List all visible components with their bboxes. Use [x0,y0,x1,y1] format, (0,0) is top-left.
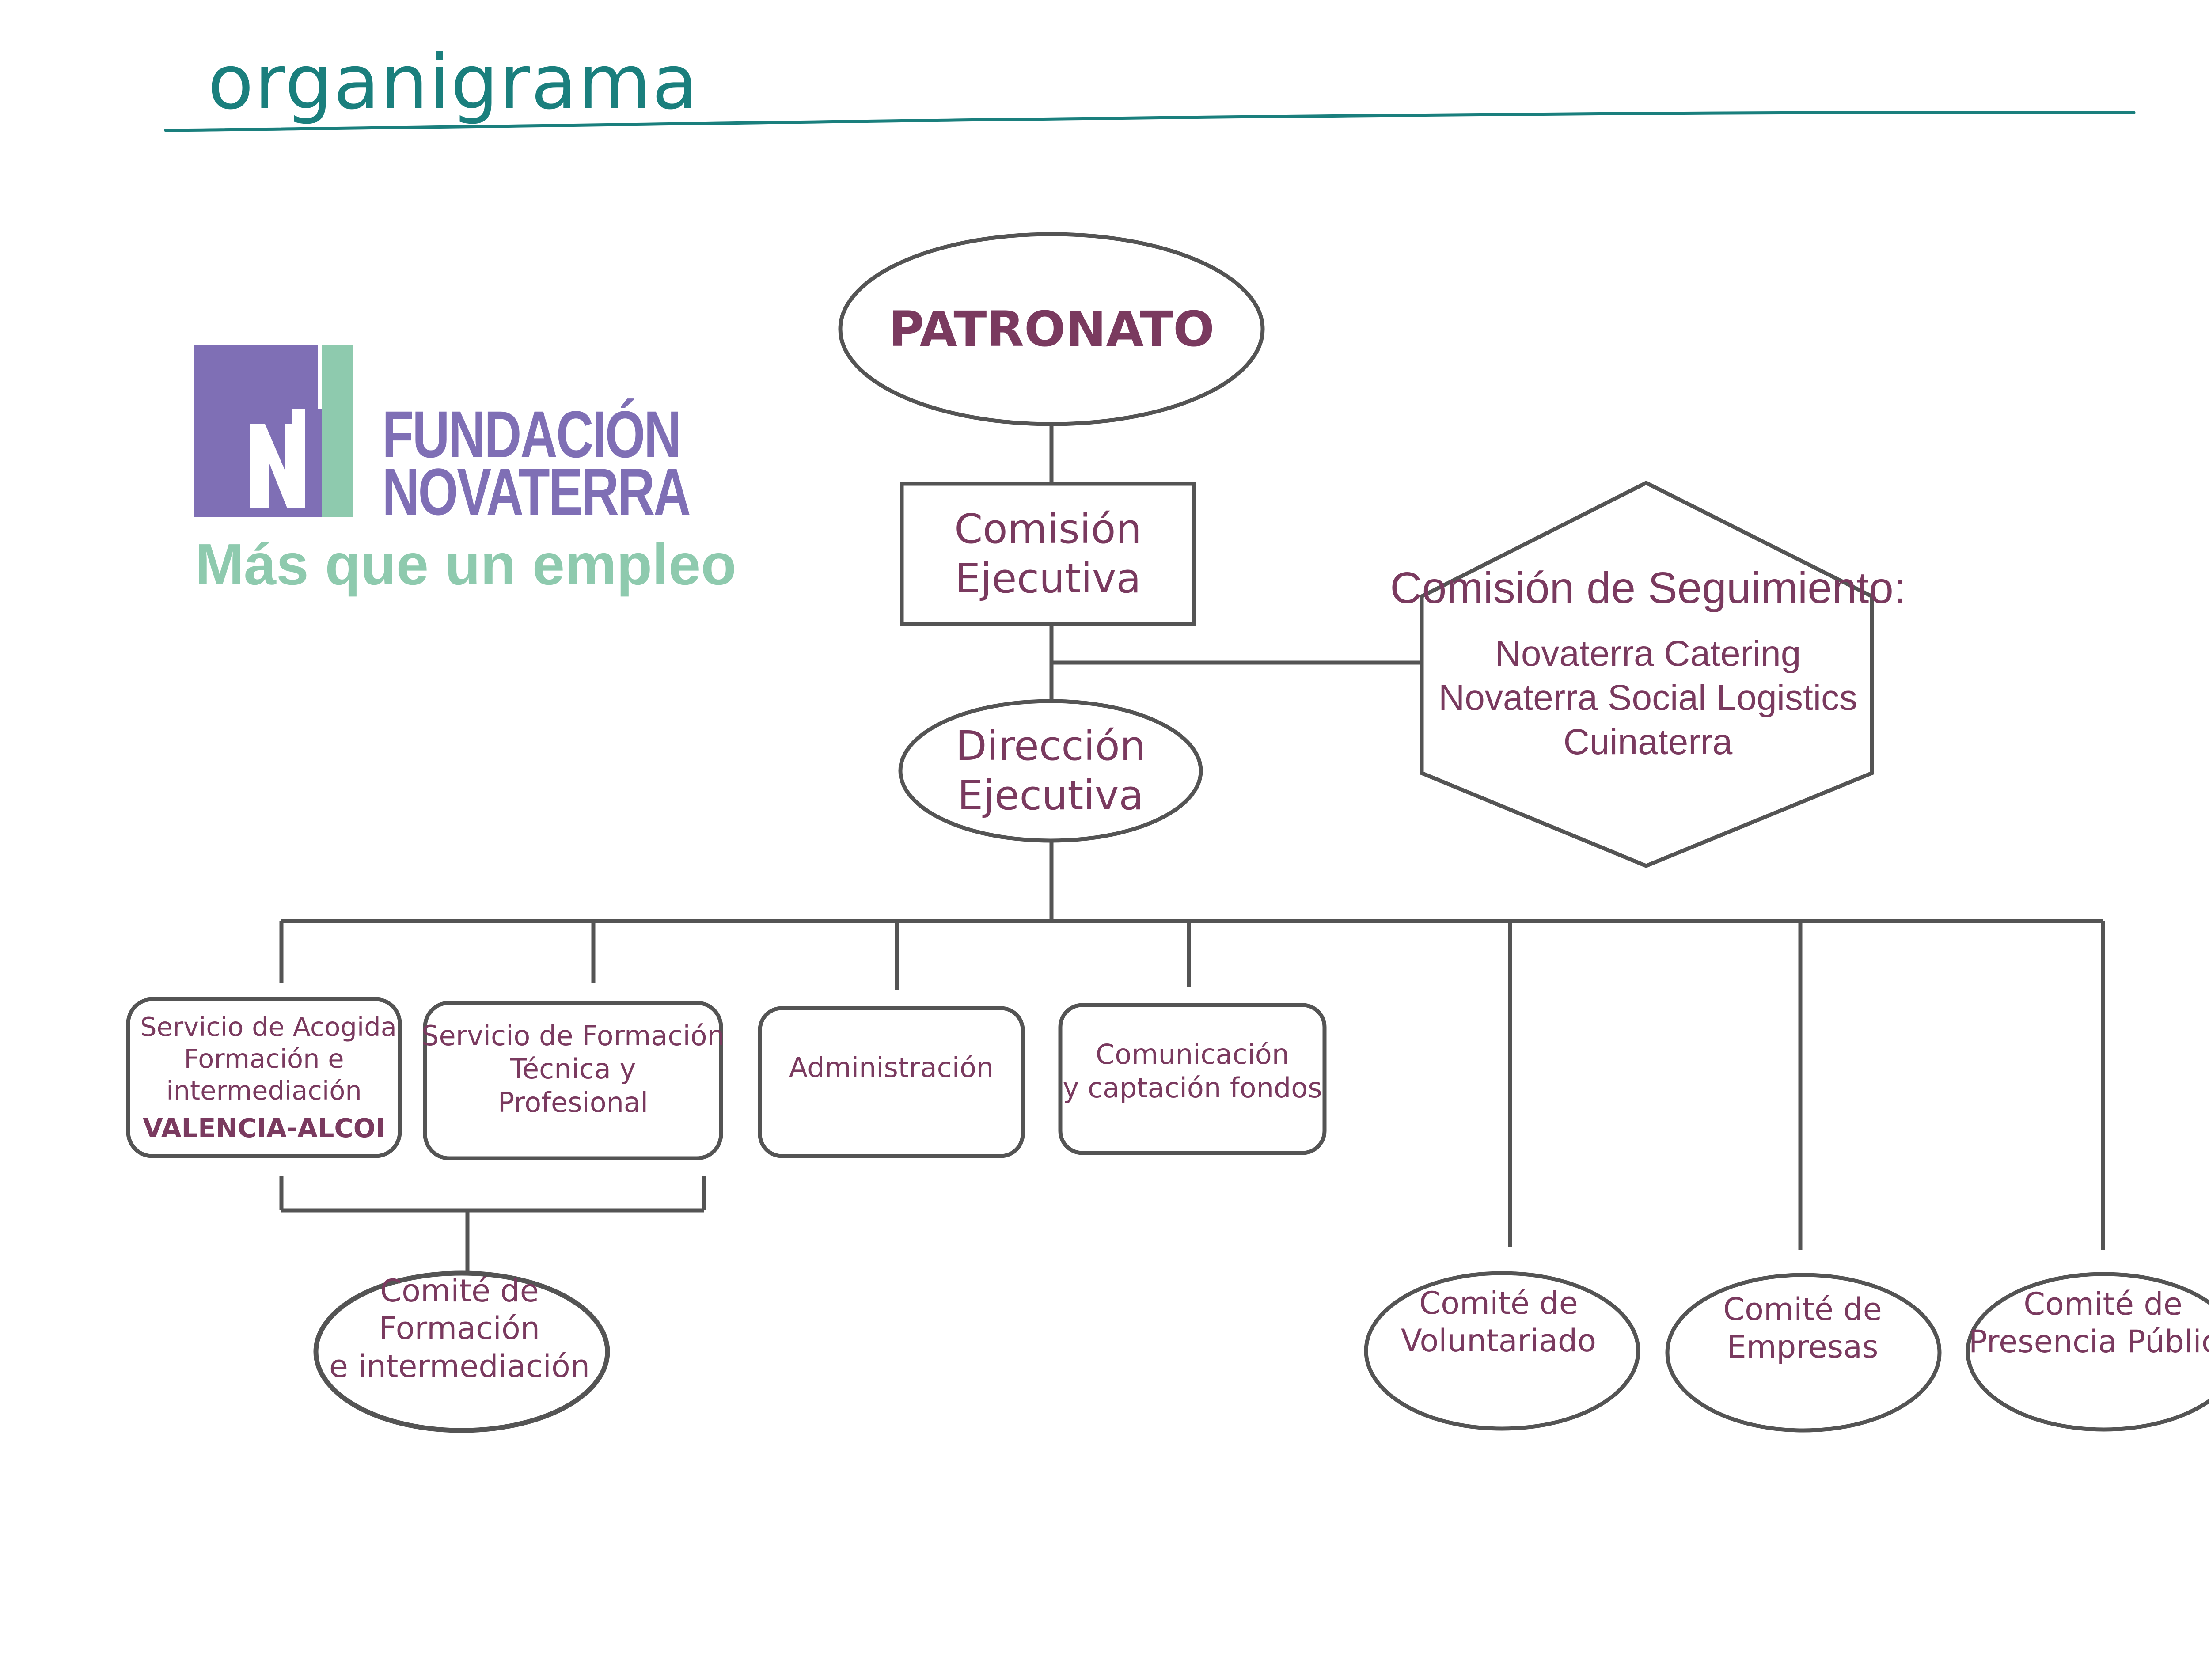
comite-voluntariado-line1: Comité de [1419,1285,1578,1321]
node-servicio-formacion: Servicio de Formación Técnica y Profesio… [421,1003,725,1135]
comite-formacion-line3: e intermediación [329,1348,590,1384]
comision-ejecutiva-line1: Comisión [954,505,1142,553]
title-underline [164,111,2136,132]
direccion-ejecutiva-line2: Ejecutiva [957,772,1144,819]
page-title: organigrama [208,39,699,126]
node-comite-voluntariado: Comité de Voluntariado [1366,1272,1631,1405]
logo-line1: FUNDACIÓN [382,397,681,471]
servicio-acogida-shape [126,997,402,1158]
comision-ejecutiva-line2: Ejecutiva [955,555,1141,602]
comision-seguimiento-shape [1420,480,1874,868]
node-patronato: PATRONATO [840,283,1263,375]
node-administracion: Administración [760,1008,1023,1127]
comite-formacion-line1: Comité de [380,1273,539,1309]
logo-mark-icon [194,345,353,517]
comunicacion-line2: y captación fondos [1063,1072,1322,1104]
seguimiento-item-1: Novaterra Catering [1495,633,1801,674]
comision-ejecutiva-shape [900,482,1196,626]
servicio-formacion-shape [423,1001,723,1160]
administracion-label: Administración [789,1051,994,1084]
comision-seguimiento-title: Comisión de Seguimiento: [1390,563,1906,613]
acogida-line1: Servicio de Acogida [140,1011,397,1042]
comite-empresas-line1: Comité de [1723,1291,1882,1327]
comite-empresas-shape [1665,1273,1942,1433]
node-comunicacion: Comunicación y captación fondos [1060,1005,1325,1138]
comite-voluntariado-line2: Voluntariado [1401,1323,1597,1359]
comite-formacion-line2: Formación [379,1310,540,1347]
logo-tagline: Más que un empleo [195,532,736,597]
node-servicio-acogida: Servicio de Acogida Formación e intermed… [128,999,400,1156]
comunicacion-shape [1058,1003,1327,1155]
seguimiento-item-2: Novaterra Social Logistics [1439,678,1857,718]
node-comision-ejecutiva: Comisión Ejecutiva [902,484,1194,624]
acogida-emphasis: VALENCIA-ALCOI [143,1113,385,1144]
patronato-label: PATRONATO [888,300,1215,357]
comunicacion-line1: Comunicación [1095,1038,1290,1071]
comite-voluntariado-shape [1364,1271,1640,1431]
formacion-line1: Servicio de Formación [421,1019,725,1052]
comite-presencia-line2: Presencia Pública [1968,1324,2209,1360]
acogida-line2: Formación e [184,1043,344,1074]
node-direccion-ejecutiva: Dirección Ejecutiva [900,702,1201,839]
logo-line2: NOVATERRA [382,455,691,529]
acogida-line3: intermediación [166,1075,362,1106]
node-comision-seguimiento: Comisión de Seguimiento: Novaterra Cater… [1390,561,1905,795]
comite-presencia-line1: Comité de [2023,1286,2182,1322]
comite-presencia-shape [1966,1272,2209,1432]
comite-empresas-line2: Empresas [1727,1329,1879,1365]
formacion-line3: Profesional [497,1086,649,1119]
administracion-shape [758,1006,1025,1158]
direccion-ejecutiva-line1: Dirección [955,722,1146,770]
formacion-line2: Técnica y [510,1053,636,1085]
comite-formacion-shape [313,1270,610,1433]
logo: FUNDACIÓN NOVATERRA Más que un empleo [194,345,738,596]
node-comite-formacion: Comité de Formación e intermediación [318,1272,601,1418]
node-comite-empresas: Comité de Empresas [1670,1272,1935,1405]
node-comite-presencia: Comité de Presencia Pública [1962,1272,2209,1405]
seguimiento-item-3: Cuinaterra [1563,722,1733,762]
